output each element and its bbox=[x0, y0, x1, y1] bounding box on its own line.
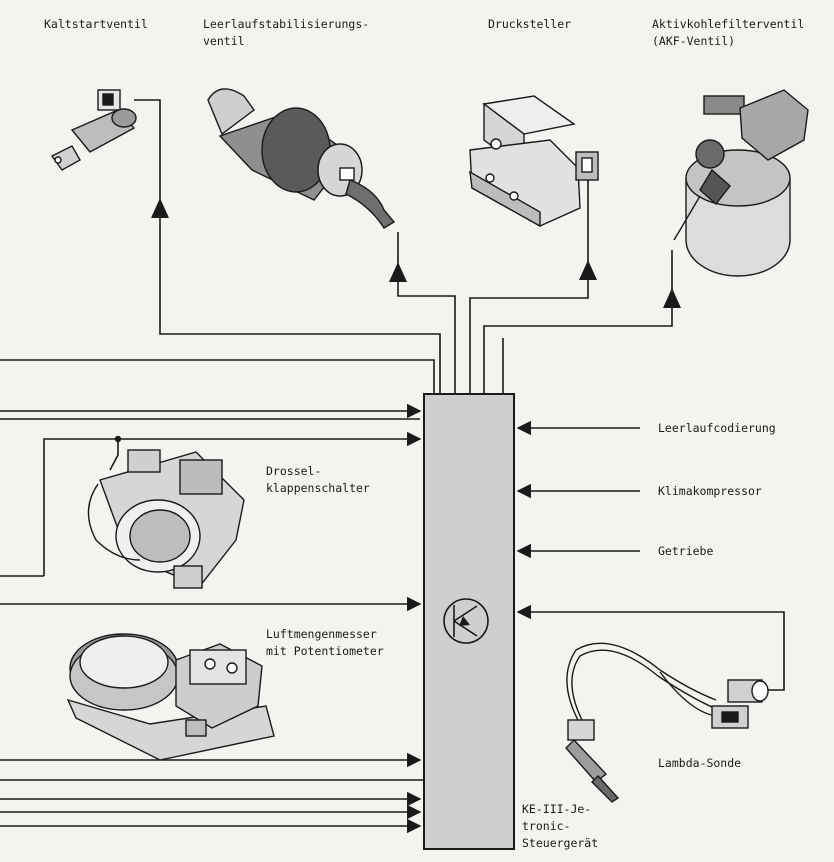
label-ke-line1: KE-III-Je- bbox=[522, 802, 592, 816]
label-leerlauf-line1: Leerlaufstabilisierungs- bbox=[203, 17, 370, 31]
label-lambda-sonde: Lambda-Sonde bbox=[658, 756, 742, 770]
leerlauf-ventil-icon bbox=[207, 88, 396, 229]
kaltstartventil-icon bbox=[50, 89, 137, 171]
label-kaltstartventil: Kaltstartventil bbox=[44, 17, 148, 31]
label-klimakompressor: Klimakompressor bbox=[658, 484, 762, 498]
label-drossel-line2: klappenschalter bbox=[266, 481, 370, 495]
label-akf-line1: Aktivkohlefilterventil bbox=[652, 17, 805, 31]
control-unit-box bbox=[423, 393, 515, 850]
wire-drucksteller bbox=[469, 180, 589, 394]
wire-akf bbox=[483, 250, 673, 394]
control-unit-symbol-icon bbox=[443, 598, 489, 644]
luftmengenmesser-icon bbox=[66, 633, 275, 761]
akf-ventil-icon bbox=[673, 89, 809, 277]
lambda-sonde-icon bbox=[565, 642, 769, 803]
label-luft-line2: mit Potentiometer bbox=[266, 644, 384, 658]
label-akf-line2: (AKF-Ventil) bbox=[652, 34, 736, 48]
drucksteller-icon bbox=[469, 95, 599, 228]
label-leerlaufcodierung: Leerlaufcodierung bbox=[658, 421, 776, 435]
label-leerlauf-line2: ventil bbox=[203, 34, 245, 48]
label-getriebe: Getriebe bbox=[658, 544, 714, 558]
wire-left-top bbox=[0, 359, 435, 394]
label-ke-line2: tronic- bbox=[522, 819, 571, 833]
label-ke-line3: Steuergerät bbox=[522, 836, 599, 850]
wire-leerlauf bbox=[397, 232, 456, 394]
label-drucksteller: Drucksteller bbox=[488, 17, 572, 31]
label-luft-line1: Luftmengenmesser bbox=[266, 627, 377, 641]
label-drossel-line1: Drossel- bbox=[266, 464, 322, 478]
drosselklappenschalter-icon bbox=[87, 449, 245, 589]
wire-kaltstartventil bbox=[134, 99, 441, 394]
